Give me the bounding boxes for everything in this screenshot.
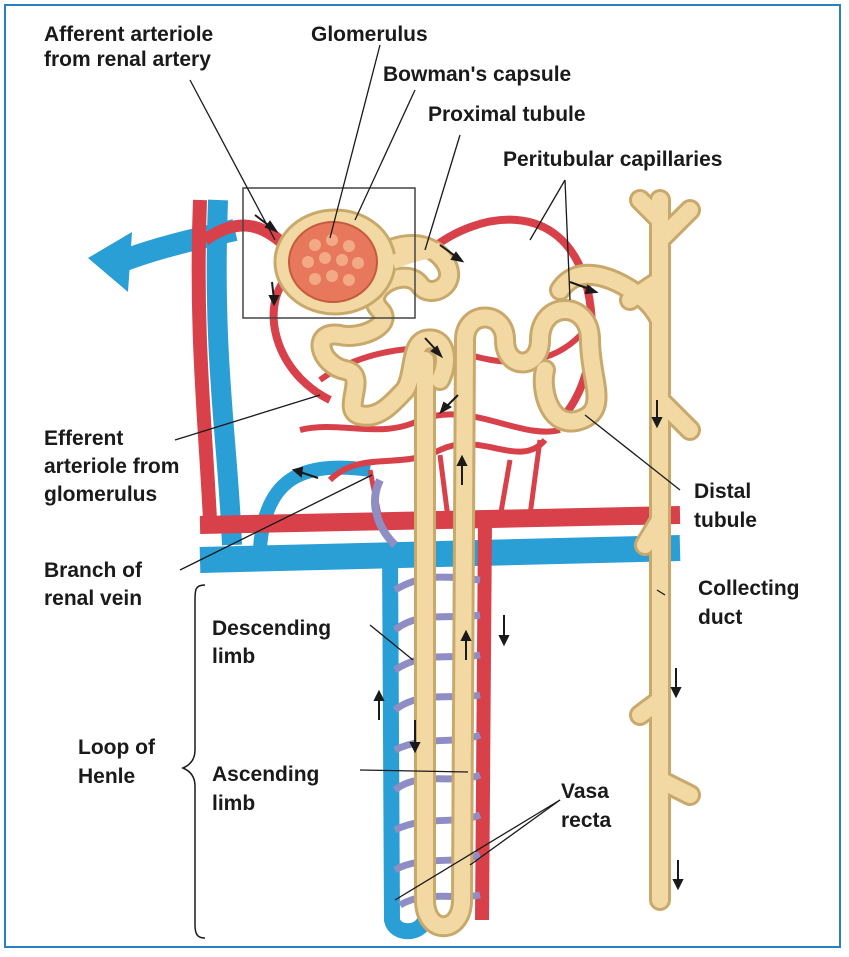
label-peritubular-capillaries: Peritubular capillaries — [503, 147, 722, 172]
label-efferent-arteriole: Efferent arteriole from glomerulus — [44, 425, 179, 509]
loop-of-henle-brace — [183, 585, 205, 938]
label-collecting-duct: Collecting duct — [698, 574, 800, 632]
label-descending-limb: Descending limb — [212, 615, 331, 671]
label-bowmans-capsule: Bowman's capsule — [383, 62, 571, 87]
label-loop-of-henle: Loop of Henle — [78, 733, 155, 791]
label-proximal-tubule: Proximal tubule — [428, 102, 586, 127]
label-branch-of-renal-vein: Branch of renal vein — [44, 557, 142, 613]
label-distal-tubule: Distal tubule — [694, 477, 757, 535]
label-vasa-recta: Vasa recta — [561, 777, 611, 835]
label-afferent-arteriole: Afferent arteriole from renal artery — [44, 22, 213, 72]
label-glomerulus: Glomerulus — [311, 22, 428, 47]
blood-flow-arrow-icon — [88, 232, 132, 292]
label-ascending-limb: Ascending limb — [212, 760, 319, 818]
